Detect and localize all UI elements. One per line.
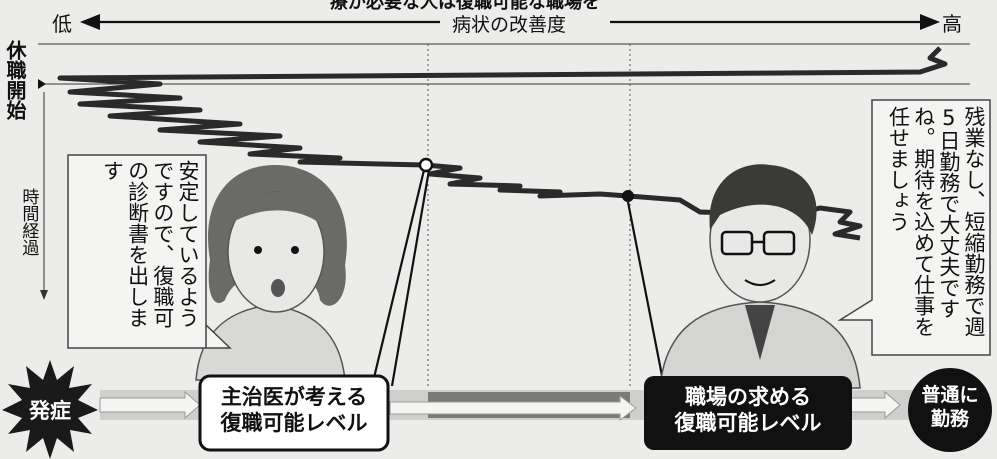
workplace-level-line-2: 復職可能レベル <box>674 411 822 436</box>
workplace-level-box <box>644 376 852 450</box>
normal-work-line-1: 普通に <box>921 384 979 406</box>
doctor-level-line-2: 復職可能レベル <box>220 411 368 436</box>
doctor-level-label: 主治医が考える 復職可能レベル <box>204 384 384 437</box>
doctor-level-line-1: 主治医が考える <box>220 385 368 409</box>
onset-burst-icon <box>2 360 98 459</box>
doctor-pointer-line-a <box>370 169 426 387</box>
axis-title: 病状の改善度 <box>452 14 567 36</box>
manager-bubble-shape <box>837 99 991 356</box>
time-arrow-icon <box>40 290 48 300</box>
workplace-level-line-1: 職場の求める <box>685 385 811 409</box>
onset-label: 発症 <box>29 399 71 423</box>
workplace-pointer-line <box>626 201 666 387</box>
manager-speech-text: 残業なし、短縮勤務で週5日勤務で大丈夫ですね。期待を込めて仕事を任せましょう <box>886 106 986 337</box>
normal-work-circle <box>908 368 992 452</box>
arrow-right-icon <box>920 14 940 30</box>
top-caption: 療が必要な人は復職可能な職場を <box>330 0 600 13</box>
leave-start-label: 休職開始 <box>3 40 27 120</box>
workplace-level-point <box>622 190 634 202</box>
manager-figure <box>659 164 861 389</box>
doctor-bubble-shape <box>67 154 232 349</box>
doctor-figure <box>195 165 347 381</box>
arrow-left-icon <box>80 14 100 30</box>
doctor-level-point <box>418 157 434 173</box>
axis-high-label: 高 <box>942 12 962 36</box>
time-elapsed-label: 時間経過 <box>18 188 39 256</box>
leave-marker-icon <box>38 79 46 89</box>
workplace-level-label: 職場の求める 復職可能レベル <box>648 384 848 437</box>
normal-work-label: 普通に 勤務 <box>912 384 988 432</box>
normal-work-line-2: 勤務 <box>930 407 969 430</box>
flow-arrow-1-icon <box>99 390 201 420</box>
flow-arrow-3-icon <box>847 390 901 420</box>
axis-low-label: 低 <box>52 12 72 36</box>
doctor-level-box <box>198 374 390 452</box>
doctor-speech-text: 安定しているようですので、復職可の診断書を出します <box>100 160 200 328</box>
flow-arrow-2-icon <box>389 395 637 421</box>
doctor-pointer-line-b <box>390 169 431 387</box>
